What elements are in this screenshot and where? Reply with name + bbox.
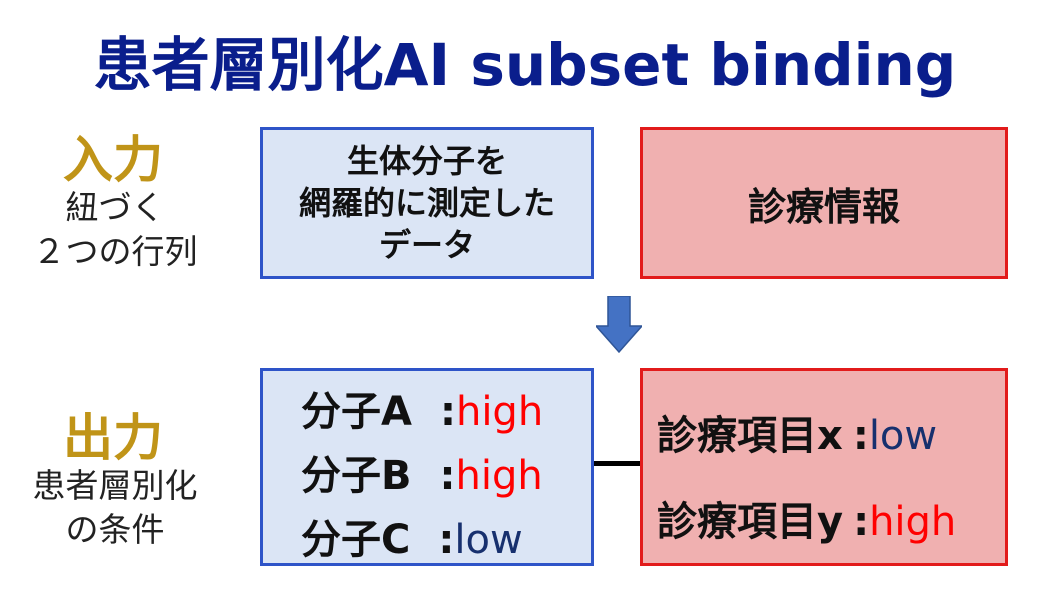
clinical-conditions-box: 診療項目x:low 診療項目y:high <box>640 368 1008 566</box>
down-arrow-icon <box>596 296 642 354</box>
molecule-condition-row: 分子B:high <box>301 443 543 501</box>
output-subtitle-line-1: 患者層別化 <box>32 466 198 505</box>
output-heading: 出力 <box>63 409 163 467</box>
molecule-sep: : <box>439 389 456 435</box>
page-title: 患者層別化AI subset binding <box>93 31 957 99</box>
clinical-item-sep: : <box>852 413 869 459</box>
output-subtitle: 患者層別化 の条件 <box>0 464 230 552</box>
clinical-item-value: high <box>869 499 957 545</box>
clinical-condition-row: 診療項目y:high <box>657 489 956 547</box>
clinical-item-name: 診療項目y <box>657 499 844 545</box>
clinical-item-value: low <box>868 413 938 459</box>
molecule-condition-row: 分子A:high <box>301 379 543 437</box>
clinical-info-label: 診療情報 <box>747 184 900 229</box>
clinical-condition-row: 診療項目x:low <box>657 403 937 461</box>
molecule-data-line-3: データ <box>378 226 475 264</box>
molecule-name: 分子B <box>301 453 412 499</box>
molecule-name: 分子C <box>301 517 411 563</box>
molecule-value: low <box>454 517 523 563</box>
molecule-name: 分子A <box>301 389 412 435</box>
input-subtitle-line-1: 紐づく <box>65 188 165 227</box>
molecule-data-box: 生体分子を 網羅的に測定した データ <box>260 127 594 279</box>
clinical-item-sep: : <box>853 499 870 545</box>
molecule-condition-row: 分子C:low <box>301 507 523 565</box>
connector-line <box>594 461 640 466</box>
molecule-value: high <box>455 453 543 499</box>
molecule-conditions-box: 分子A:high 分子B:high 分子C:low <box>260 368 594 566</box>
output-subtitle-line-2: の条件 <box>65 510 165 549</box>
molecule-data-line-1: 生体分子を <box>346 142 507 180</box>
input-heading: 入力 <box>63 131 163 189</box>
molecule-value: high <box>455 389 544 435</box>
molecule-sep: : <box>438 517 455 563</box>
input-subtitle-line-2: ２つの行列 <box>32 232 198 271</box>
molecule-sep: : <box>439 453 456 499</box>
clinical-info-box: 診療情報 <box>640 127 1008 279</box>
clinical-item-name: 診療項目x <box>657 413 843 459</box>
molecule-data-line-2: 網羅的に測定した <box>298 184 555 222</box>
input-subtitle: 紐づく ２つの行列 <box>0 186 230 274</box>
